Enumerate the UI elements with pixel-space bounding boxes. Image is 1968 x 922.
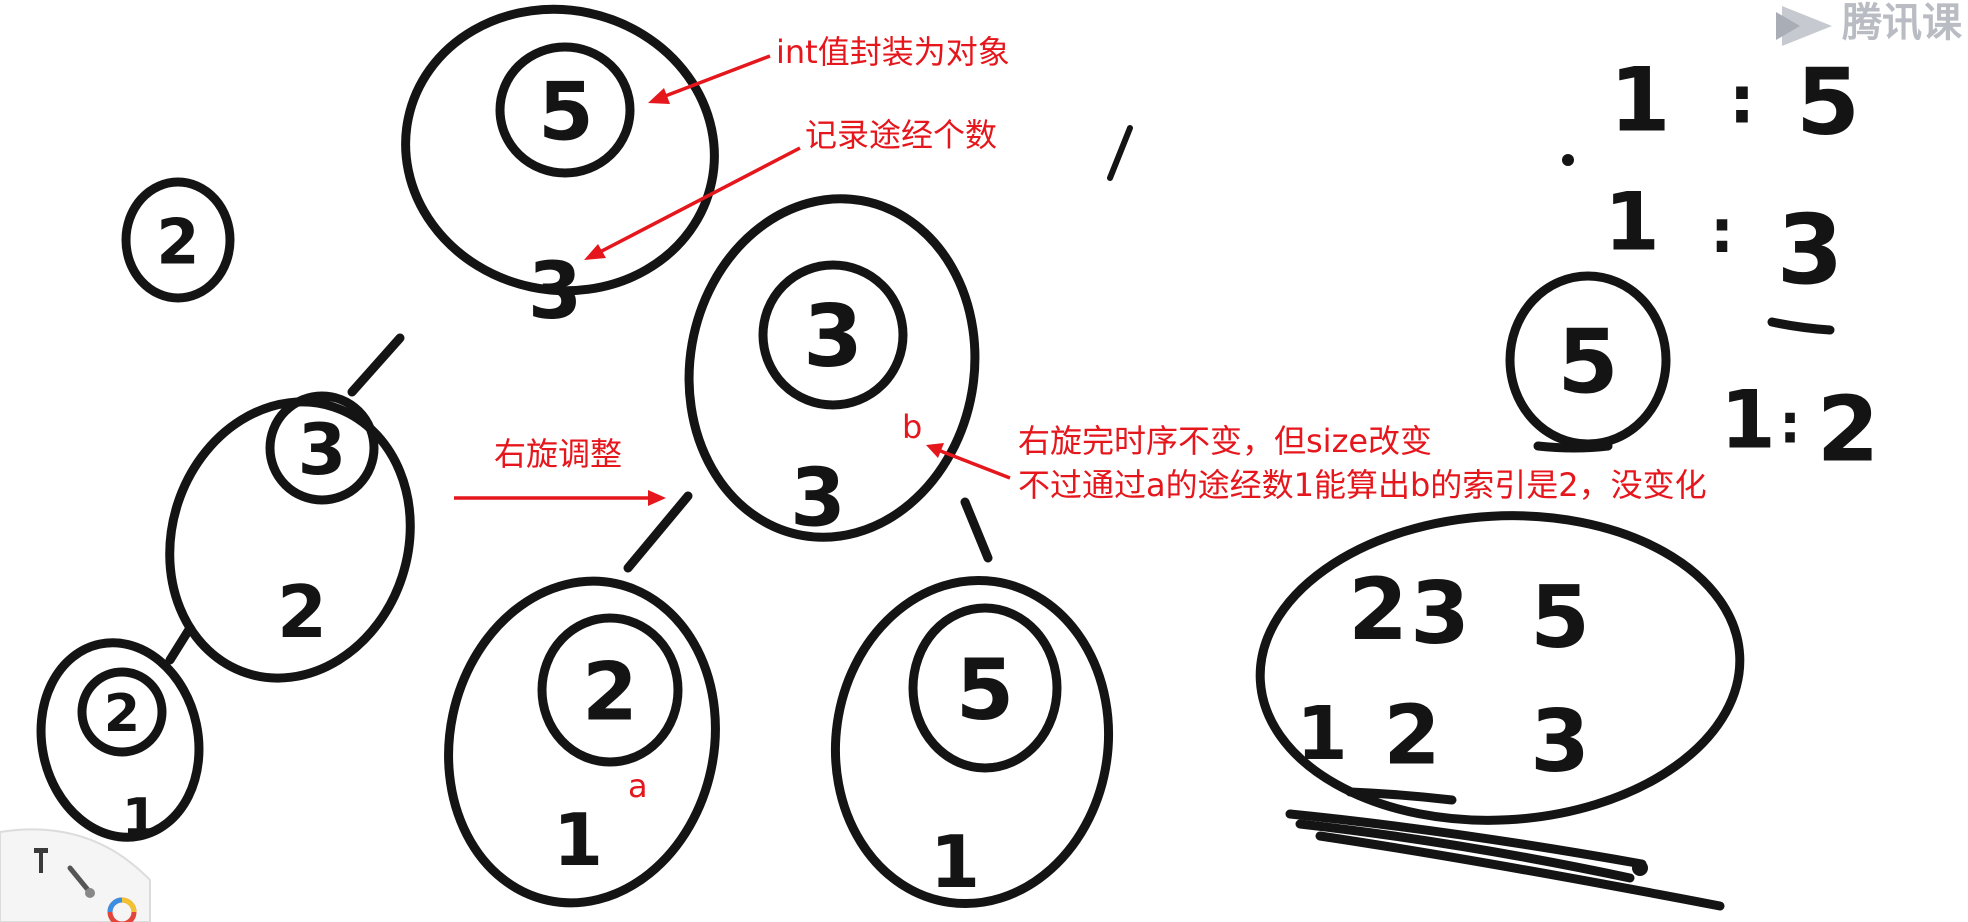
right-row2-right: 3 <box>1777 194 1844 306</box>
array-value-2: 5 <box>1530 568 1590 668</box>
tree-after-root-value: 3 <box>803 287 863 387</box>
tree-before-detached-value: 2 <box>156 206 199 279</box>
edge-after-root-right <box>960 497 993 563</box>
note-path-count: 记录途经个数 <box>805 116 997 154</box>
color-wheel-icon[interactable] <box>107 897 137 922</box>
right-row1-right: 5 <box>1796 49 1860 156</box>
watermark: 腾讯课 <box>1776 0 1963 46</box>
scribble-end-dot <box>1632 860 1648 876</box>
arrow-int-wrapped <box>659 54 771 100</box>
tree-before-root-value: 5 <box>538 66 594 159</box>
array-node-ellipse <box>1255 511 1745 825</box>
edge-root-left <box>347 333 405 397</box>
tree-after-root-count: 3 <box>790 452 846 545</box>
dot-mark <box>1562 154 1574 166</box>
right-row3-left: 1 <box>1720 374 1776 467</box>
tree-before: 5 3 3 2 2 1 2 <box>36 4 719 848</box>
stray-mark <box>1107 125 1133 181</box>
edge-after-root-left <box>623 491 693 573</box>
after-left-inner-circle <box>537 613 683 767</box>
watermark-brand: 腾讯课 <box>1842 0 1963 46</box>
left-outer-ellipse <box>165 397 415 683</box>
play-logo-icon <box>1776 6 1832 46</box>
pen-toolbar <box>0 828 151 922</box>
tree-after-left-count: 1 <box>553 798 603 882</box>
after-left-outer-ellipse <box>444 576 720 908</box>
note-right-rotate: 右旋调整 <box>494 435 622 473</box>
leftleft-inner-circle <box>77 667 167 757</box>
arrow-path-count <box>595 146 801 256</box>
after-root-inner-circle <box>758 260 908 410</box>
tree-before-leftleft-value: 2 <box>104 684 140 744</box>
array-count-1: 2 <box>1383 689 1440 784</box>
hammer-icon[interactable] <box>34 848 48 873</box>
array-count-2: 3 <box>1530 692 1590 792</box>
label-node-b: b <box>902 408 922 446</box>
brush-icon[interactable] <box>67 865 95 898</box>
right-row1-colon: : <box>1729 62 1755 139</box>
tree-after-right-count: 1 <box>930 820 980 904</box>
right-notes: 1 : 5 1 : 3 1 : 2 5 2 3 5 1 2 3 <box>1255 49 1880 911</box>
note-int-wrapped: int值封装为对象 <box>776 33 1010 71</box>
right-row2-colon: : <box>1710 197 1734 267</box>
array-count-0: 1 <box>1296 691 1348 777</box>
arrowhead-path-count <box>584 244 606 260</box>
edge-left-leftleft <box>165 623 195 665</box>
right-small-node-underline <box>1533 441 1613 453</box>
tree-before-root-count: 3 <box>528 247 582 337</box>
tree-before-left-value: 3 <box>298 409 347 491</box>
right-small-node-value: 5 <box>1557 311 1618 414</box>
scribble-4 <box>1315 831 1725 911</box>
array-value-1: 3 <box>1410 564 1470 664</box>
right-row3-colon: : <box>1779 393 1801 456</box>
tree-before-leftleft-count: 1 <box>122 788 158 848</box>
leftleft-outer-ellipse <box>36 638 204 842</box>
scribble-2 <box>1285 809 1647 869</box>
right-row1-left: 1 <box>1609 49 1670 152</box>
left-inner-circle <box>265 391 379 505</box>
arrowhead-explain <box>926 443 944 458</box>
note-explain-line1: 右旋完时序不变，但size改变 <box>1018 422 1432 460</box>
after-root-outer-ellipse <box>684 194 980 542</box>
note-explain-line2: 不过通过a的途经数1能算出b的索引是2，没变化 <box>1018 466 1707 504</box>
scribble-1 <box>1345 787 1457 805</box>
tree-after-right-value: 5 <box>956 641 1014 739</box>
array-value-0: 2 <box>1348 560 1408 660</box>
arrow-explain <box>937 448 1011 480</box>
arrowhead-int-wrapped <box>648 88 670 104</box>
label-node-a: a <box>628 767 648 805</box>
root-inner-circle <box>495 42 635 178</box>
tree-before-left-count: 2 <box>277 570 327 654</box>
right-row2-underline <box>1767 317 1835 335</box>
root-outer-ellipse <box>401 4 719 296</box>
annotations: int值封装为对象 记录途经个数 右旋调整 b a 右旋完时序不变，但size改… <box>454 33 1707 805</box>
after-right-outer-ellipse <box>830 575 1114 909</box>
tree-after: 3 3 2 1 5 1 <box>444 194 1114 909</box>
right-row3-right: 2 <box>1817 378 1880 483</box>
scribble-3 <box>1295 819 1635 883</box>
tree-after-left-value: 2 <box>582 646 638 739</box>
right-row2-left: 1 <box>1604 176 1660 269</box>
detached-node-circle <box>121 177 235 303</box>
arrowhead-right-rotate <box>648 490 666 506</box>
after-right-inner-circle <box>908 603 1062 773</box>
